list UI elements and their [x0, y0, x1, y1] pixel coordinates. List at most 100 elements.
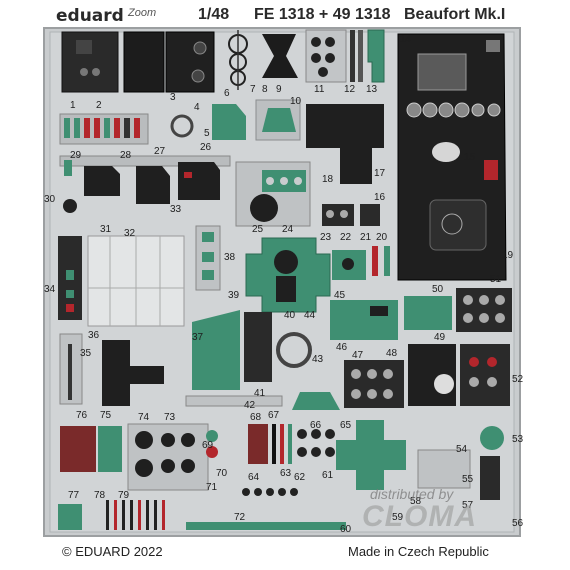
part-number: 56 [512, 518, 524, 529]
part-number: 11 [314, 84, 325, 95]
part-group-1-5 [59, 104, 246, 145]
part-51 [456, 288, 512, 332]
part-number: 77 [68, 490, 80, 501]
part-75 [98, 426, 122, 472]
part-number: 61 [322, 470, 334, 481]
part-66 [297, 429, 335, 457]
part-number: 14 [400, 34, 412, 45]
part-45 [330, 300, 398, 340]
part-number: 49 [434, 332, 446, 343]
part-number: 30 [44, 194, 56, 205]
part-41 [244, 312, 272, 382]
part-52 [460, 344, 510, 406]
part-number: 33 [170, 204, 182, 215]
part-number: 66 [310, 420, 322, 431]
part-56 [480, 456, 500, 500]
part-number: 26 [200, 142, 212, 153]
part-38 [195, 225, 221, 291]
model-name: Beaufort Mk.I [404, 6, 506, 23]
part-8 [262, 34, 298, 78]
part-37 [192, 310, 240, 390]
part-number: 44 [304, 310, 316, 321]
part-40 [276, 332, 312, 368]
part-number: 63 [280, 468, 292, 479]
part-49 [408, 344, 456, 406]
gauge [193, 41, 207, 55]
part-number: 20 [376, 232, 388, 243]
part-10 [262, 108, 296, 132]
panel-screen [417, 53, 467, 91]
part-number: 71 [206, 482, 218, 493]
part-group-26-33 [59, 155, 231, 213]
part-12 [350, 30, 363, 82]
part-numbers: 1 2 3 4 5 6 7 8 9 10 11 12 13 14 15 16 1… [44, 34, 524, 535]
part-number: 54 [456, 444, 468, 455]
part-number: 23 [320, 232, 332, 243]
red-placard [484, 160, 498, 180]
part-number: 34 [44, 284, 56, 295]
part-73 [127, 423, 209, 491]
switch-block [486, 40, 500, 52]
part-16 [322, 204, 380, 226]
part-53 [480, 426, 504, 450]
part-69 [206, 430, 218, 458]
part-42 [185, 395, 283, 407]
part-48 [344, 360, 404, 408]
part-number: 9 [276, 84, 282, 95]
part-number: 68 [250, 412, 262, 423]
part-number: 41 [254, 388, 266, 399]
part-number: 17 [374, 168, 386, 179]
panel-black [123, 31, 165, 93]
part-number: 35 [80, 348, 92, 359]
part-number: 75 [100, 410, 112, 421]
part-number: 13 [366, 84, 378, 95]
distributor-watermark-logo: CLOMA [362, 500, 477, 533]
part-number: 38 [224, 252, 236, 263]
gauge [92, 68, 100, 76]
panel-detail [76, 40, 92, 54]
part-number: 60 [340, 524, 352, 535]
eduard-logo: eduard [56, 6, 124, 26]
part-number: 19 [502, 250, 514, 261]
part-number: 65 [340, 420, 352, 431]
part-17 [306, 104, 384, 184]
zoom-logo: Zoom [128, 7, 157, 19]
part-number: 15 [464, 152, 476, 163]
part-number: 47 [352, 350, 364, 361]
part-77 [58, 504, 82, 530]
part-number: 78 [94, 490, 106, 501]
part-11 [305, 29, 347, 83]
part-number: 69 [202, 440, 214, 451]
part-67 [272, 424, 292, 464]
part-number: 21 [360, 232, 372, 243]
part-number: 36 [88, 330, 100, 341]
part-number: 67 [268, 410, 280, 421]
part-14 [397, 33, 507, 281]
part-number: 31 [100, 224, 112, 235]
part-number: 46 [336, 342, 348, 353]
part-number: 74 [138, 412, 150, 423]
gauge [191, 69, 205, 83]
part-number: 4 [194, 102, 200, 113]
part-number: 7 [250, 84, 256, 95]
part-number: 25 [252, 224, 264, 235]
part-34 [58, 236, 82, 320]
part-72 [186, 522, 346, 530]
product-code: FE 1318 + 49 1318 [254, 6, 391, 23]
part-number: 22 [340, 232, 352, 243]
part-43 [292, 392, 340, 410]
part-number: 40 [284, 310, 296, 321]
part-number: 28 [120, 150, 132, 161]
part-number: 52 [512, 374, 524, 385]
part-number: 62 [294, 472, 306, 483]
part-68 [248, 424, 268, 464]
part-5 [212, 104, 246, 140]
part-65 [336, 420, 406, 490]
distributor-watermark-text: distributed by [370, 486, 454, 502]
part-18 [235, 161, 311, 227]
part-number: 76 [76, 410, 88, 421]
part-35 [59, 333, 83, 405]
part-number: 32 [124, 228, 136, 239]
part-number: 72 [234, 512, 246, 523]
panel-black [165, 31, 215, 93]
